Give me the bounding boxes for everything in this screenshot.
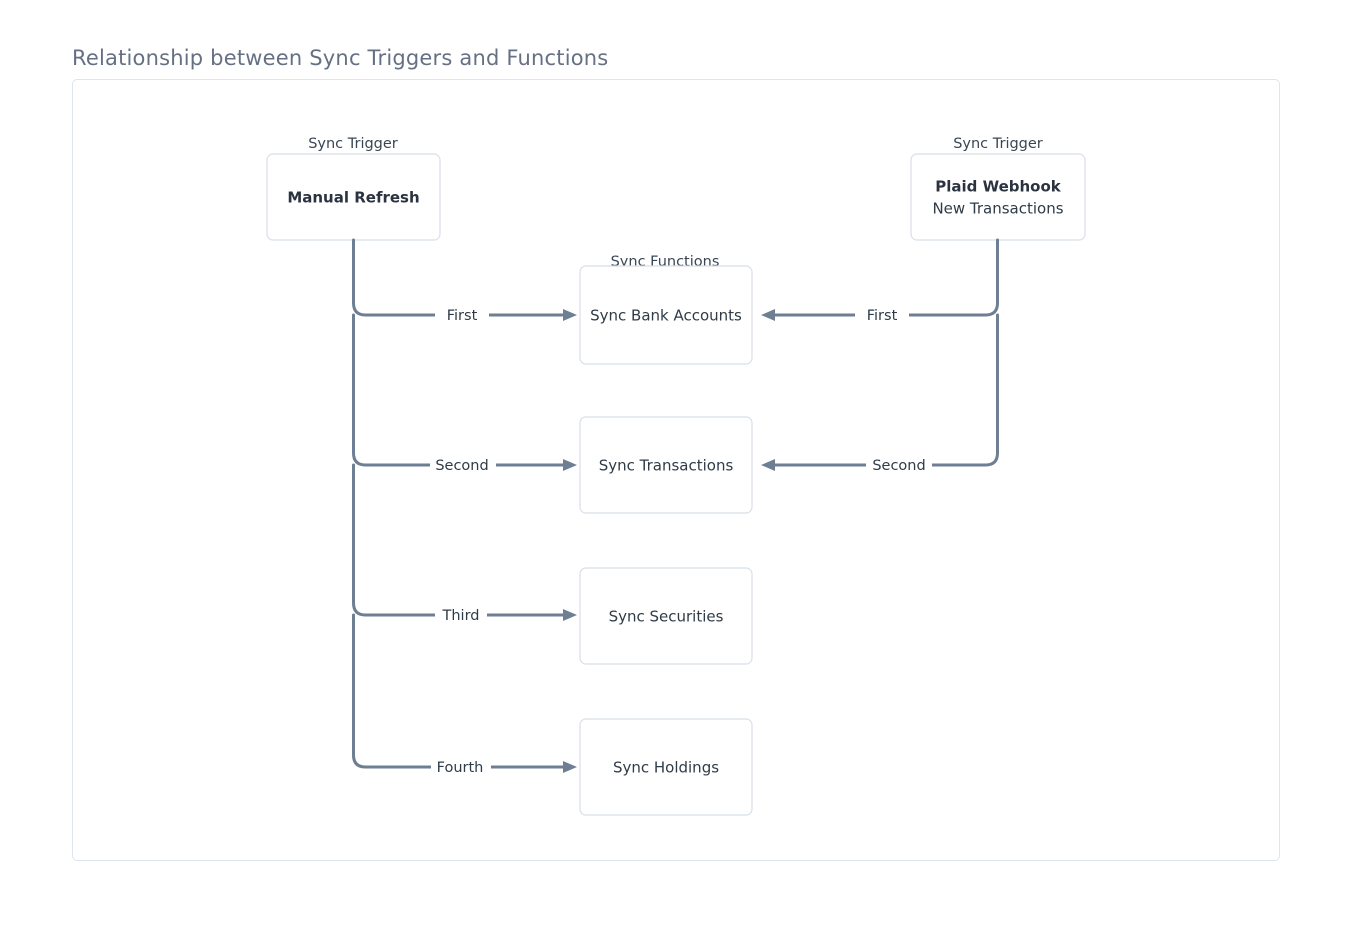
page-title: Relationship between Sync Triggers and F… xyxy=(72,46,609,70)
diagram-frame xyxy=(72,79,1280,861)
